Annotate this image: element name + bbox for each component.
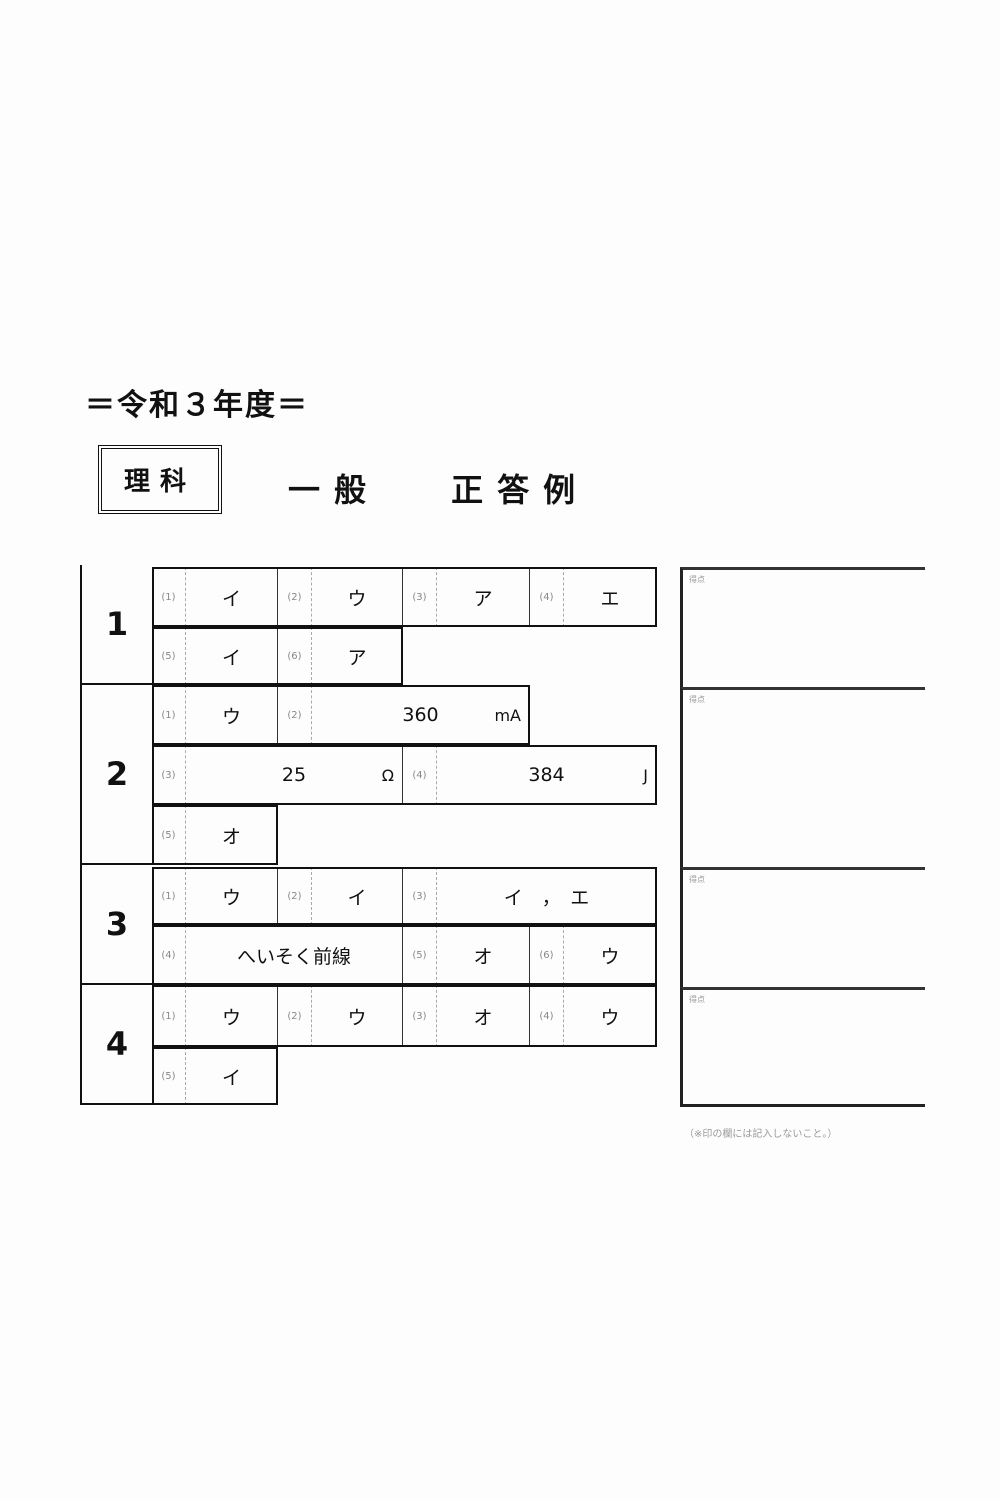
answer-label: (5) [152, 805, 186, 865]
answer-text: 384 [528, 764, 565, 786]
answer-text: オ [473, 945, 493, 968]
answer-text: イ [221, 1066, 241, 1089]
answer-text: オ [221, 825, 241, 848]
answer-label: (6) [530, 925, 564, 985]
answer-label: (2) [278, 985, 312, 1047]
answer-row [152, 925, 657, 985]
score-box[interactable]: 得点 [680, 867, 925, 987]
answer-value: 25 Ω [186, 745, 403, 805]
answer-row [152, 805, 278, 865]
answer-text: ウ [347, 1006, 367, 1029]
answer-value: へいそく前線 [186, 925, 403, 985]
score-box[interactable]: 得点 [680, 987, 925, 1107]
answer-row [152, 567, 657, 627]
answer-text: ウ [221, 1006, 241, 1029]
answer-value: ア [437, 567, 530, 627]
answer-value: ウ [186, 985, 278, 1047]
answer-label: (4) [530, 985, 564, 1047]
answer-text: 360 [402, 704, 439, 726]
answer-label: (5) [152, 627, 186, 685]
answer-text: ウ [221, 705, 241, 728]
answer-row [152, 985, 657, 1047]
subject-box: 理科 [98, 445, 222, 514]
answer-text: ウ [347, 587, 367, 610]
answer-label: (1) [152, 567, 186, 627]
footer-note: （※印の欄には記入しないこと。） [684, 1129, 838, 1140]
answer-text: エ [600, 587, 620, 610]
answer-text: ア [347, 646, 367, 669]
answer-value: イ [186, 627, 278, 685]
answer-value: ウ [186, 867, 278, 925]
answer-unit: mA [494, 705, 521, 725]
answer-label: (1) [152, 685, 186, 745]
answer-label: (4) [152, 925, 186, 985]
score-box[interactable]: 得点 [680, 567, 925, 687]
answer-value: ウ [186, 685, 278, 745]
answer-text: イ [221, 646, 241, 669]
question-number: 3 [80, 865, 152, 985]
answer-label: (1) [152, 985, 186, 1047]
answer-label: (2) [278, 567, 312, 627]
answer-label: (2) [278, 867, 312, 925]
answer-value: オ [437, 985, 530, 1047]
answer-label: (3) [403, 567, 437, 627]
answer-label: (4) [403, 745, 437, 805]
answer-value: イ [186, 567, 278, 627]
answer-text: 25 [281, 764, 307, 786]
answer-value: オ [437, 925, 530, 985]
answer-text: ウ [600, 945, 620, 968]
answer-text: ウ [221, 886, 241, 909]
year-title: ＝令和３年度＝ [85, 388, 309, 423]
question-number: 1 [80, 565, 152, 685]
answer-text: オ [473, 1006, 493, 1029]
score-label: 得点 [689, 875, 705, 884]
answer-value: イ [312, 867, 403, 925]
answer-text: へいそく前線 [236, 945, 351, 968]
answer-row [152, 867, 657, 925]
answer-text: イ [221, 587, 241, 610]
question-number: 2 [80, 685, 152, 865]
answer-label: (2) [278, 685, 312, 745]
page-heading: 一般 正答例 [288, 471, 590, 509]
answer-label: (3) [152, 745, 186, 805]
answer-value: ウ [312, 985, 403, 1047]
answer-text: イ [347, 886, 367, 909]
answer-label: (5) [152, 1047, 186, 1105]
answer-text: ウ [600, 1006, 620, 1029]
score-label: 得点 [689, 995, 705, 1004]
answer-label: (5) [403, 925, 437, 985]
question-number: 4 [80, 985, 152, 1105]
answer-label: (3) [403, 985, 437, 1047]
score-label: 得点 [689, 695, 705, 704]
answer-text: ア [473, 587, 493, 610]
score-label: 得点 [689, 575, 705, 584]
answer-unit: Ω [381, 765, 394, 785]
answer-row [152, 1047, 278, 1105]
answer-unit: J [643, 765, 648, 785]
answer-row [152, 627, 403, 685]
score-box[interactable]: 得点 [680, 687, 925, 867]
answer-label: (3) [403, 867, 437, 925]
answer-label: (6) [278, 627, 312, 685]
answer-label: (1) [152, 867, 186, 925]
answer-text: イ ， エ [503, 886, 590, 909]
answer-row [152, 745, 657, 805]
answer-label: (4) [530, 567, 564, 627]
answer-value: ウ [312, 567, 403, 627]
answer-row [152, 685, 530, 745]
